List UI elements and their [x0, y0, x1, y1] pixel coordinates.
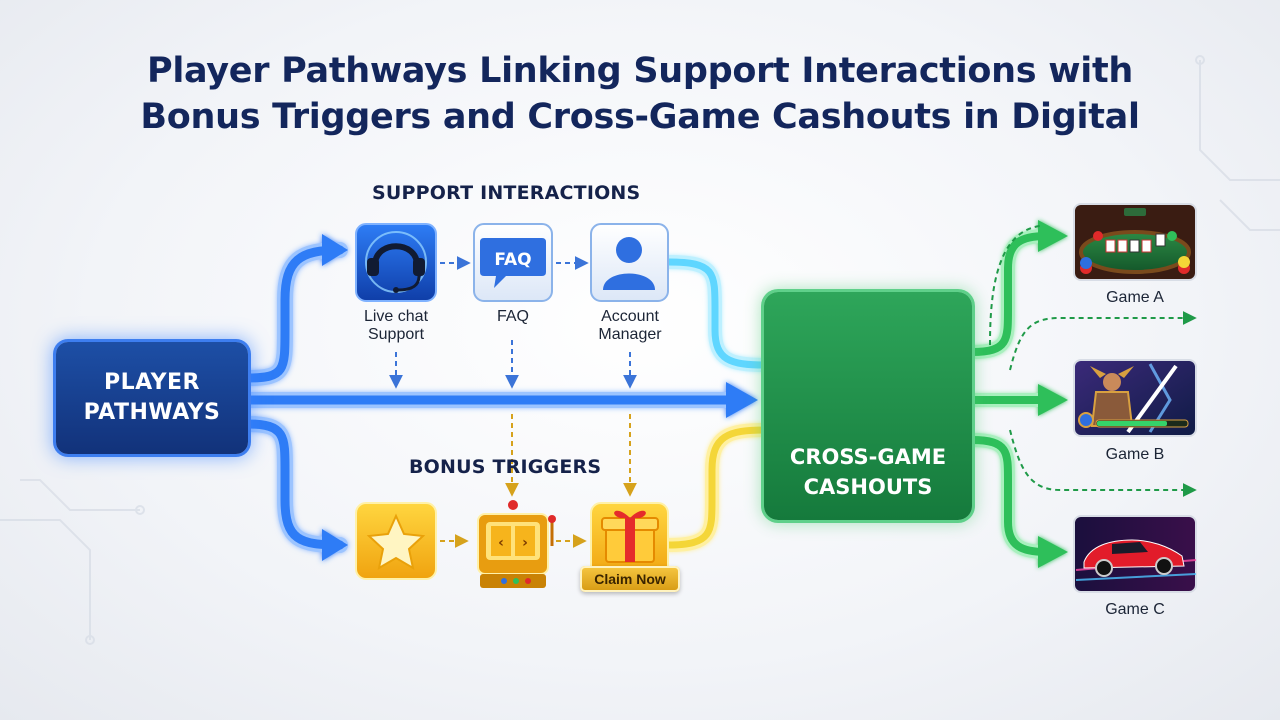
path-support-to-cashouts	[661, 255, 772, 372]
dash-green-mid-2	[1009, 429, 1197, 497]
svg-text:‹: ‹	[498, 535, 504, 551]
path-to-game-c	[965, 433, 1068, 568]
account-manager-label: Account Manager	[580, 308, 680, 344]
faq-icon-text: FAQ	[494, 250, 531, 270]
headset-icon[interactable]	[355, 223, 437, 302]
bonus-heading: BONUS TRIGGERS	[409, 456, 602, 478]
account-manager-label-line-1: Account	[601, 308, 659, 325]
race-car-icon[interactable]	[1073, 515, 1197, 593]
gift-icon[interactable]	[590, 502, 669, 580]
page-title: Player Pathways Linking Support Interact…	[0, 48, 1280, 140]
live-chat-label: Live chat Support	[346, 308, 446, 344]
warrior-icon[interactable]	[1073, 359, 1197, 437]
live-chat-label-line-2: Support	[367, 326, 425, 343]
path-to-game-a	[965, 220, 1068, 359]
player-pathways-node[interactable]: PLAYER PATHWAYS	[56, 342, 248, 454]
title-line-2: Bonus Triggers and Cross-Game Cashouts i…	[140, 97, 1140, 137]
cross-game-cashouts-node[interactable]: CROSS-GAME CASHOUTS	[764, 292, 972, 520]
faq-label: FAQ	[463, 308, 563, 326]
poker-table-icon[interactable]	[1073, 203, 1197, 281]
svg-text:›: ›	[522, 535, 528, 551]
path-to-bonus	[240, 416, 348, 561]
star-icon[interactable]	[355, 502, 437, 580]
game-c-label: Game C	[1105, 601, 1165, 618]
faq-label-line-1: FAQ	[496, 308, 529, 325]
support-heading: SUPPORT INTERACTIONS	[372, 182, 641, 204]
claim-now-button[interactable]: Claim Now	[580, 566, 680, 592]
cashouts-label: CROSS-GAME CASHOUTS	[764, 442, 972, 502]
path-to-game-b	[965, 384, 1068, 416]
path-to-cashouts	[240, 382, 758, 418]
dash-green-mid-1	[1009, 311, 1197, 371]
path-bonus-to-cashouts	[661, 423, 772, 552]
game-b-label: Game B	[1105, 446, 1165, 463]
slot-machine-icon[interactable]: ‹ ›	[477, 500, 556, 588]
player-pathways-line-1: PLAYER	[104, 370, 200, 395]
live-chat-label-line-1: Live chat	[363, 308, 429, 325]
circuit-decoration	[0, 55, 1280, 645]
title-line-1: Player Pathways Linking Support Interact…	[147, 51, 1133, 91]
game-a-label: Game A	[1106, 289, 1164, 306]
cashouts-line-2: CASHOUTS	[803, 475, 933, 499]
account-manager-label-line-2: Manager	[598, 326, 662, 343]
path-to-support	[240, 234, 348, 386]
dash-green-top	[989, 225, 1041, 346]
cashouts-line-1: CROSS-GAME	[789, 445, 947, 469]
faq-icon[interactable]: FAQ	[473, 223, 553, 302]
player-pathways-line-2: PATHWAYS	[83, 400, 221, 425]
user-icon[interactable]	[590, 223, 669, 302]
